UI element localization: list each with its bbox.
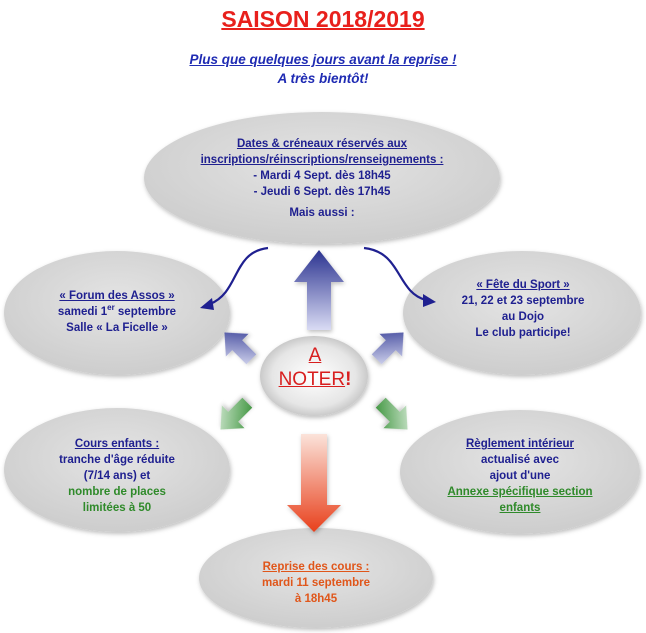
arrow-up	[294, 250, 344, 330]
curve-arrow-left	[209, 246, 269, 306]
bottom-left-block: Cours enfants : tranche d'âge réduite (7…	[37, 436, 197, 516]
right-line-1: 21, 22 et 23 septembre	[461, 295, 585, 307]
subtitle-line-2: A très bientôt!	[277, 71, 369, 86]
top-extra: Mais aussi :	[289, 207, 355, 219]
center-line-2-suffix: !	[345, 369, 352, 390]
right-ellipse	[403, 251, 641, 375]
top-heading-1: Dates & créneaux réservés aux	[236, 138, 408, 150]
bottom-left-line-2: (7/14 ans) et	[83, 470, 151, 482]
subtitle-line-1: Plus que quelques jours avant la reprise…	[189, 52, 457, 67]
bottom-left-heading: Cours enfants :	[74, 438, 160, 450]
center-line-1: A	[308, 345, 322, 366]
left-heading: « Forum des Assos »	[59, 290, 175, 302]
left-line-2: Salle « La Ficelle »	[66, 322, 168, 334]
bottom-right-line-3: Annexe spécifique section	[447, 486, 593, 498]
bottom-line-1: mardi 11 septembre	[261, 577, 371, 589]
bottom-left-line-3: nombre de places	[68, 486, 166, 498]
bottom-right-line-2: ajout d'une	[489, 470, 551, 482]
bottom-right-heading: Règlement intérieur	[466, 438, 574, 450]
top-ellipse	[144, 112, 500, 244]
bottom-block: Reprise des cours : mardi 11 septembre à…	[226, 559, 406, 607]
left-line-1-sup: er	[107, 303, 115, 313]
bottom-right-block: Règlement intérieur actualisé avec ajout…	[430, 436, 610, 516]
page-title: SAISON 2018/2019	[221, 6, 425, 32]
center-label: A NOTER!	[262, 344, 368, 392]
bottom-line-2: à 18h45	[294, 593, 338, 605]
left-line-1: samedi 1er septembre	[27, 304, 207, 320]
bottom-left-line-4: limitées à 50	[82, 502, 152, 514]
top-line-2: - Jeudi 6 Sept. dès 17h45	[253, 186, 391, 198]
bottom-right-ellipse	[400, 410, 640, 534]
subtitle: Plus que quelques jours avant la reprise…	[0, 50, 646, 88]
top-block: Dates & créneaux réservés aux inscriptio…	[172, 136, 472, 221]
curve-arrow-right-head	[423, 294, 436, 307]
arrow-lower-right	[375, 397, 408, 430]
arrow-upper-right	[371, 332, 404, 365]
bottom-heading: Reprise des cours :	[262, 561, 370, 573]
bottom-right-line-4: enfants	[499, 502, 541, 514]
left-block: « Forum des Assos » samedi 1er septembre…	[27, 288, 207, 336]
right-block: « Fête du Sport » 21, 22 et 23 septembre…	[428, 277, 618, 341]
curve-arrow-left-head	[200, 298, 214, 310]
left-line-1-pre: samedi 1	[57, 306, 108, 318]
arrow-upper-left	[224, 332, 257, 365]
center-ellipse	[260, 336, 368, 416]
left-ellipse	[4, 251, 230, 375]
bottom-ellipse	[199, 528, 433, 628]
top-line-1: - Mardi 4 Sept. dès 18h45	[253, 170, 391, 182]
bottom-right-line-1: actualisé avec	[480, 454, 559, 466]
bottom-left-ellipse	[4, 408, 230, 532]
center-line-2: NOTER	[278, 369, 346, 390]
arrow-down	[287, 434, 341, 532]
arrow-lower-left	[220, 397, 253, 430]
right-line-3: Le club participe!	[475, 327, 571, 339]
top-heading-2: inscriptions/réinscriptions/renseignemen…	[200, 154, 444, 166]
right-heading: « Fête du Sport »	[476, 279, 570, 291]
right-line-2: au Dojo	[501, 311, 545, 323]
curve-arrow-right	[363, 246, 427, 302]
bottom-left-line-1: tranche d'âge réduite	[59, 454, 175, 466]
left-line-1-post: septembre	[114, 306, 177, 318]
